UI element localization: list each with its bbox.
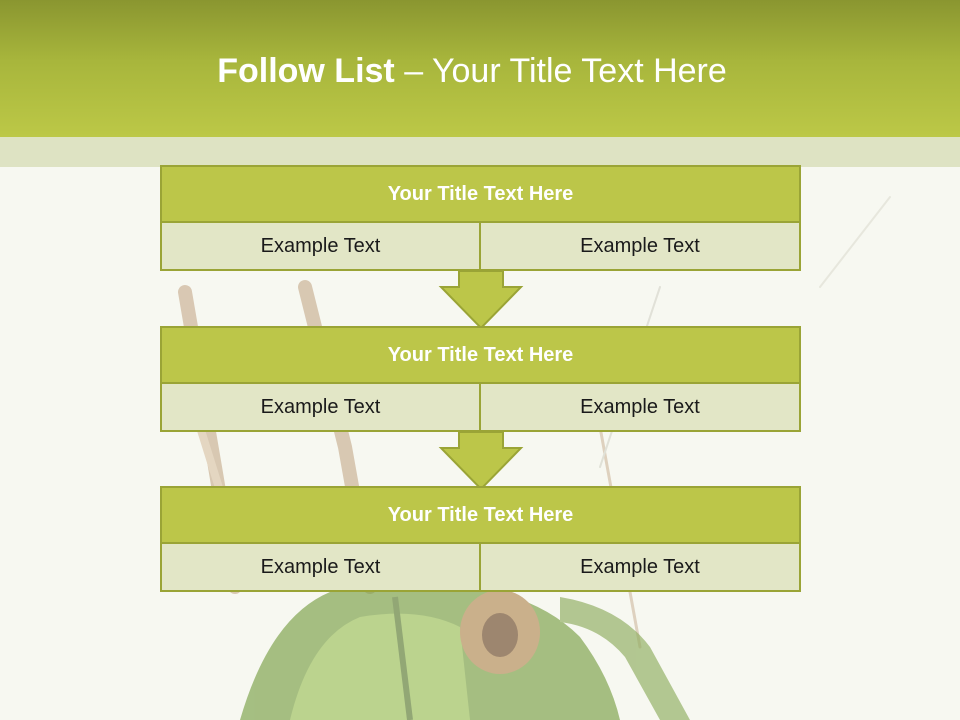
slide-title: Follow List – Your Title Text Here	[0, 52, 944, 91]
step-cell-right: Example Text	[479, 382, 801, 432]
step-cell-right: Example Text	[479, 542, 801, 592]
header-band	[0, 137, 960, 167]
slide-title-bold: Follow List	[217, 52, 395, 90]
step-title-box: Your Title Text Here	[160, 165, 801, 223]
down-arrow-icon	[438, 270, 524, 330]
step-cell-left: Example Text	[160, 542, 481, 592]
down-arrow-icon	[438, 431, 524, 491]
step-cell-left: Example Text	[160, 382, 481, 432]
slide-header	[0, 0, 960, 137]
step-cell-right: Example Text	[479, 221, 801, 271]
step-title-box: Your Title Text Here	[160, 326, 801, 384]
step-title-box: Your Title Text Here	[160, 486, 801, 544]
step-cell-left: Example Text	[160, 221, 481, 271]
slide-title-rest: – Your Title Text Here	[394, 52, 727, 90]
